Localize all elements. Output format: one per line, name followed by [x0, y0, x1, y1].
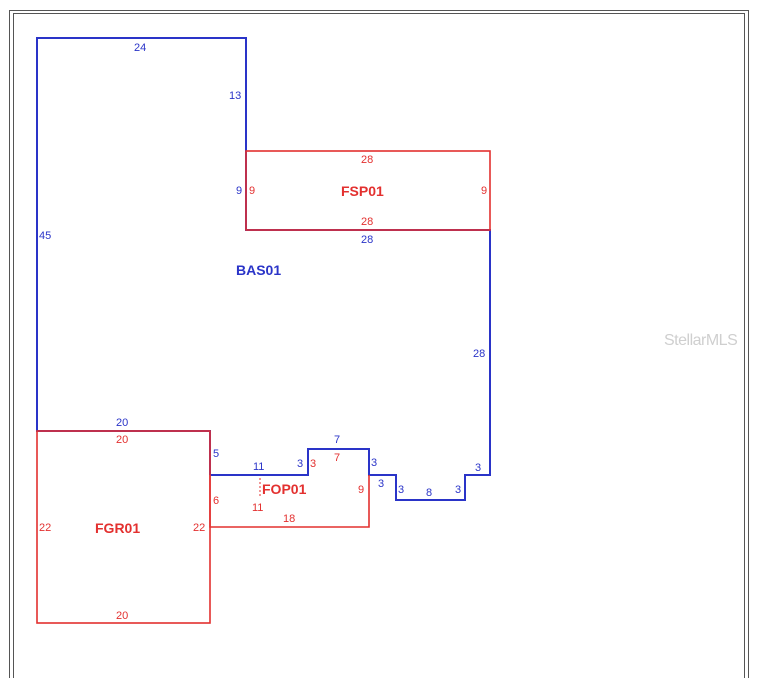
dim-bas-step-b: 3 [455, 484, 461, 496]
dim-bas-step-c: 3 [398, 484, 404, 496]
area-name-fsp01: FSP01 [341, 183, 384, 199]
dim-bas-garage-side: 5 [213, 448, 219, 460]
dim-fop-left: 6 [213, 495, 219, 507]
inner-frame [13, 13, 745, 678]
dim-bas-under-fsp: 28 [361, 234, 373, 246]
dim-bas-top: 24 [134, 42, 146, 54]
dim-bas-over-fgr: 20 [116, 417, 128, 429]
dim-fgr-bottom: 20 [116, 610, 128, 622]
watermark: StellarMLS [664, 332, 737, 349]
dim-bas-notch-r: 3 [371, 457, 377, 469]
dim-bas-notch-top: 7 [334, 434, 340, 446]
dim-fop-inner: 11 [252, 502, 263, 514]
dim-fsp-right: 9 [481, 185, 487, 197]
area-name-bas01: BAS01 [236, 262, 281, 278]
dim-fop-bottom: 18 [283, 513, 295, 525]
dim-fgr-right: 22 [193, 522, 205, 534]
fsp01-outline [245, 150, 491, 231]
dim-fop-right: 9 [358, 484, 364, 496]
dim-fgr-left: 22 [39, 522, 51, 534]
dim-fop-top-left: 3 [310, 458, 316, 470]
dim-fsp-left: 9 [249, 185, 255, 197]
dim-bas-over-fop: 11 [253, 461, 264, 473]
dim-bas-step-a: 3 [475, 462, 481, 474]
dim-bas-notch-r-lower: 3 [378, 478, 384, 490]
dim-fsp-top: 28 [361, 154, 373, 166]
bas01-outline [36, 37, 491, 501]
area-name-fgr01: FGR01 [95, 520, 140, 536]
dim-fop-top: 7 [334, 452, 340, 464]
dim-fgr-top: 20 [116, 434, 128, 446]
area-name-fop01: FOP01 [262, 481, 307, 497]
fgr01-outline [36, 430, 211, 624]
dim-bas-left: 45 [39, 230, 51, 242]
dim-bas-upper-right: 13 [229, 90, 241, 102]
dim-fsp-bottom: 28 [361, 216, 373, 228]
dim-bas-right: 28 [473, 348, 485, 360]
outer-frame [9, 10, 749, 678]
dim-bas-join-fsp: 9 [236, 185, 242, 197]
dim-bas-bottom-mid: 8 [426, 487, 432, 499]
dim-bas-notch-l: 3 [297, 458, 303, 470]
